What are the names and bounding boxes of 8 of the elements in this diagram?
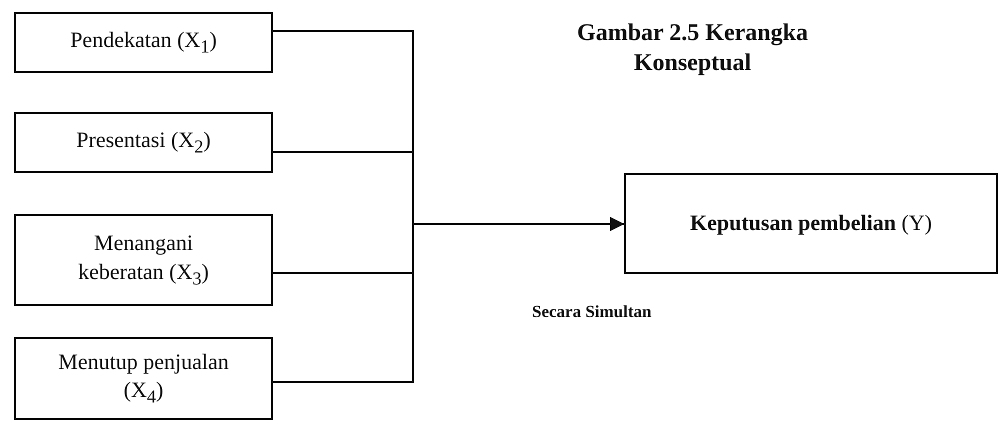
variable-box: Menangani keberatan (X$_{3}$) — [14, 214, 273, 306]
variable-box: Pendekatan (X$_{1}$) — [14, 12, 273, 73]
variable-box: Menutup penjualan (X$_{4}$) — [14, 337, 273, 420]
connector-arrow — [273, 217, 624, 383]
note-text: Secara Simultan — [532, 302, 652, 322]
variable-box: Presentasi (X$_{2}$) — [14, 112, 273, 173]
figure-title: Gambar 2.5 Kerangka Konseptual — [576, 19, 809, 78]
variable-box: Keputusan pembelian (Y) — [624, 173, 998, 274]
